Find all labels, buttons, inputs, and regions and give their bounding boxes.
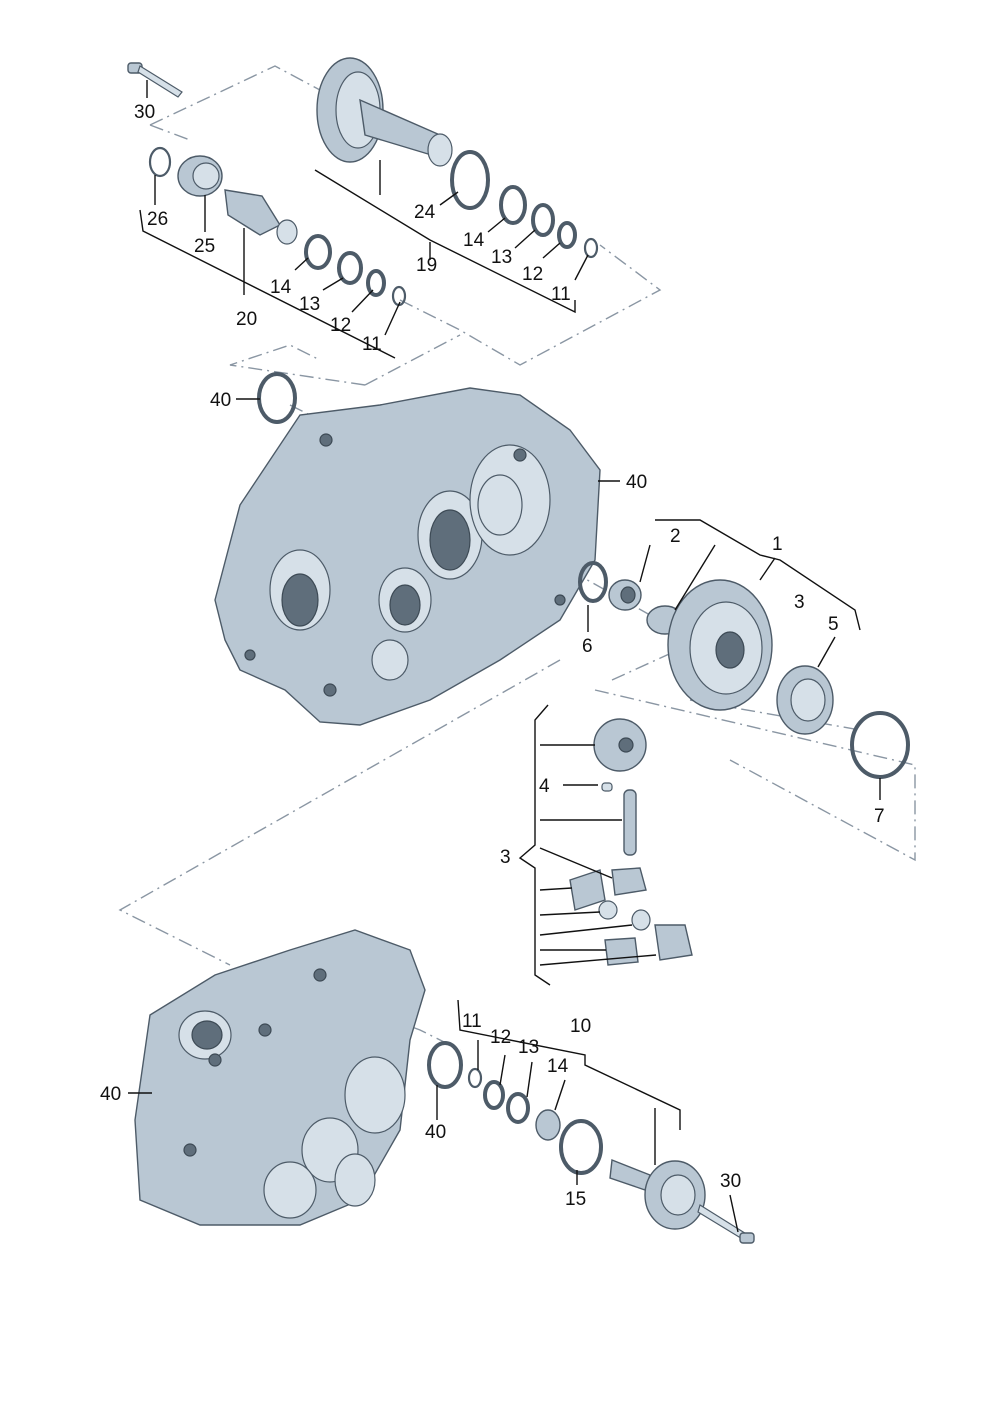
flange-shaft-upper: [316, 57, 599, 259]
leader-lines: [128, 80, 881, 1233]
callout-11-bottom: 11: [462, 1011, 482, 1032]
callout-7: 7: [874, 806, 885, 827]
callout-19: 19: [416, 255, 437, 276]
callout-12-bottom: 12: [490, 1027, 511, 1048]
callout-12-top: 12: [522, 264, 543, 285]
callout-20: 20: [236, 309, 257, 330]
callout-25: 25: [194, 236, 215, 257]
seal-ring-40-upper: [257, 372, 297, 424]
callout-6: 6: [582, 636, 593, 657]
callout-15: 15: [565, 1189, 586, 1210]
callout-40-lower: 40: [100, 1084, 121, 1105]
callout-30-bottom: 30: [720, 1171, 741, 1192]
callout-13-bottom: 13: [518, 1037, 539, 1058]
callout-labels: 30 26 25 20 14 13 12 11 24 14 13 12 11 1…: [100, 102, 885, 1210]
callout-13-top: 13: [491, 247, 512, 268]
callout-30-top: 30: [134, 102, 155, 123]
callout-40-lower-ring: 40: [425, 1122, 446, 1143]
callout-12-left: 12: [330, 315, 351, 336]
callout-26: 26: [147, 209, 168, 230]
callout-1: 1: [772, 534, 783, 555]
callout-40-case: 40: [626, 472, 647, 493]
callout-2: 2: [670, 526, 681, 547]
callout-14-left: 14: [270, 277, 292, 298]
flange-shaft-lower: [427, 1041, 755, 1244]
callout-3-list: 3: [500, 847, 511, 868]
bolt-top: [127, 62, 183, 98]
transmission-case-upper: [214, 387, 601, 726]
callout-13-left: 13: [299, 294, 320, 315]
callout-11-left: 11: [362, 334, 382, 355]
differential-assembly: [578, 561, 910, 779]
differential-internals: [569, 718, 693, 966]
callout-14-bottom: 14: [547, 1056, 569, 1077]
callout-3-diff: 3: [794, 592, 805, 613]
callout-4: 4: [539, 776, 550, 797]
callout-24: 24: [414, 202, 436, 223]
callout-10: 10: [570, 1016, 591, 1037]
callout-40-ring: 40: [210, 390, 231, 411]
callout-14-top: 14: [463, 230, 485, 251]
callout-11-top: 11: [551, 284, 571, 305]
transmission-case-lower: [134, 929, 426, 1226]
callout-5: 5: [828, 614, 839, 635]
